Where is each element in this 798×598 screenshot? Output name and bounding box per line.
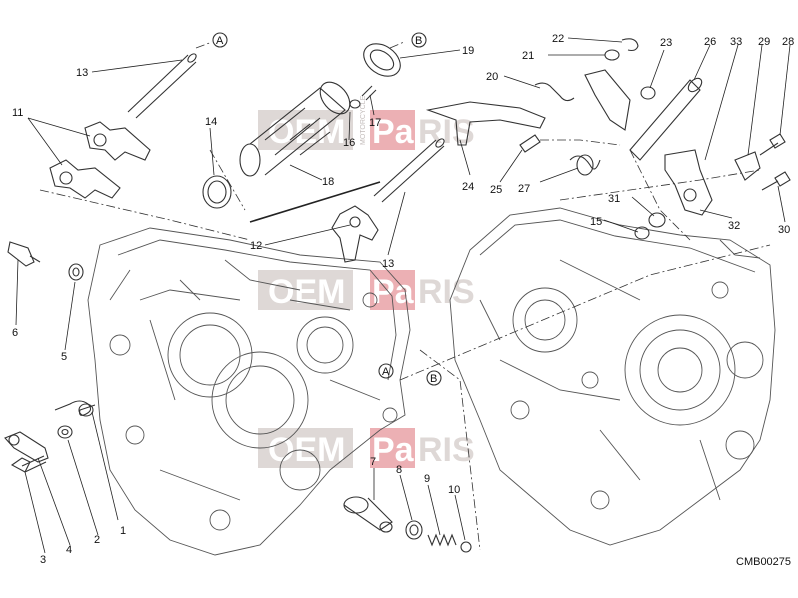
- svg-text:B: B: [415, 35, 422, 47]
- washer-21: [604, 49, 620, 61]
- watermark-pa-text: Pa: [372, 431, 415, 469]
- callout-10: 10: [448, 484, 460, 496]
- callout-12: 12: [250, 240, 262, 252]
- callout-31: 31: [608, 193, 620, 205]
- right-crankcase: [449, 207, 776, 546]
- svg-text:B: B: [430, 373, 437, 385]
- watermark-ris-text: RIS: [418, 431, 475, 469]
- callout-27: 27: [518, 183, 530, 195]
- plate-29: [734, 151, 761, 181]
- ref-a-top: A: [212, 32, 228, 48]
- svg-text:A: A: [216, 35, 224, 47]
- watermark-oem-text: OEM: [268, 431, 345, 469]
- watermark-oem-text: OEM: [268, 273, 345, 311]
- washer-5: [68, 263, 84, 281]
- spring-20: [534, 82, 575, 102]
- callout-20: 20: [486, 71, 498, 83]
- drum-pin-and-washer: [349, 85, 377, 109]
- callout-4: 4: [66, 544, 72, 556]
- callout-2: 2: [94, 534, 100, 546]
- ball-10: [460, 541, 472, 553]
- neutral-sensor: [7, 241, 41, 267]
- callout-14: 14: [205, 116, 217, 128]
- callout-25: 25: [490, 184, 502, 196]
- callout-8: 8: [396, 464, 402, 476]
- spring-9: [427, 533, 457, 547]
- callout-5: 5: [61, 351, 67, 363]
- watermark-pa-text: Pa: [372, 113, 415, 151]
- callout-23: 23: [660, 37, 672, 49]
- watermark-ris-text: RIS: [418, 273, 475, 311]
- callout-1: 1: [120, 525, 126, 537]
- selector-drum: [239, 81, 381, 223]
- spring-27: [569, 154, 601, 176]
- bolt-3: [10, 455, 47, 473]
- bolt-30: [761, 171, 791, 191]
- plate-24: [425, 101, 546, 146]
- spring-1: [54, 400, 96, 417]
- callout-15: 15: [590, 216, 602, 228]
- washer-8: [405, 520, 423, 540]
- cam-plate-32: [664, 149, 713, 216]
- fork-shaft-lower: [373, 138, 445, 203]
- callout-9: 9: [424, 473, 430, 485]
- callout-11: 11: [12, 107, 23, 119]
- washer-2: [57, 425, 73, 439]
- watermark-bottom: OEM Pa RIS: [258, 428, 475, 469]
- ref-b-mid: B: [426, 370, 442, 386]
- callout-3: 3: [40, 554, 46, 566]
- lever-4: [4, 431, 49, 463]
- watermark-middle: OEM Pa RIS: [258, 270, 475, 311]
- bearing-ring-14: [202, 175, 232, 209]
- pin-25: [519, 134, 541, 153]
- diagram-code: CMB00275: [736, 556, 791, 568]
- callout-6: 6: [12, 327, 18, 339]
- circlip-15: [634, 226, 650, 240]
- callout-21: 21: [522, 50, 534, 62]
- washer-31: [648, 212, 666, 228]
- assembly-lines: [39, 41, 771, 551]
- callout-labels: 1 2 3 4 5 6 7 8 9 10 11 12 13 13 14 15 1…: [12, 33, 794, 566]
- shift-fork-12: [331, 205, 379, 263]
- plug-7: [343, 496, 393, 533]
- left-crankcase: [87, 227, 411, 556]
- gearshift-shaft: [584, 69, 703, 161]
- callout-13-top: 13: [76, 67, 88, 79]
- fork-shaft-upper: [127, 53, 197, 119]
- callout-22: 22: [552, 33, 564, 45]
- callout-30: 30: [778, 224, 790, 236]
- callout-16: 16: [343, 137, 355, 149]
- shift-forks-pair: [49, 121, 151, 199]
- callout-28: 28: [782, 36, 794, 48]
- watermark-top: OEM MOTORCYCLE Pa RIS: [258, 95, 475, 151]
- circlip-22: [621, 38, 639, 52]
- callout-29: 29: [758, 36, 770, 48]
- leader-lines: [15, 37, 791, 554]
- bush-23: [640, 86, 656, 100]
- callout-33: 33: [730, 36, 742, 48]
- callout-24: 24: [462, 181, 474, 193]
- bearing-ring-19: [363, 43, 401, 77]
- ref-a-mid: A: [378, 363, 394, 379]
- callout-26: 26: [704, 36, 716, 48]
- ref-b-top: B: [411, 32, 427, 48]
- callout-13-mid: 13: [382, 258, 394, 270]
- callout-19: 19: [462, 45, 474, 57]
- svg-text:A: A: [382, 366, 390, 378]
- callout-32: 32: [728, 220, 740, 232]
- bolt-28: [759, 133, 786, 156]
- watermark-sub-text: MOTORCYCLE: [360, 95, 367, 145]
- callout-17: 17: [369, 117, 381, 129]
- callout-18: 18: [322, 176, 334, 188]
- callout-7: 7: [370, 456, 376, 468]
